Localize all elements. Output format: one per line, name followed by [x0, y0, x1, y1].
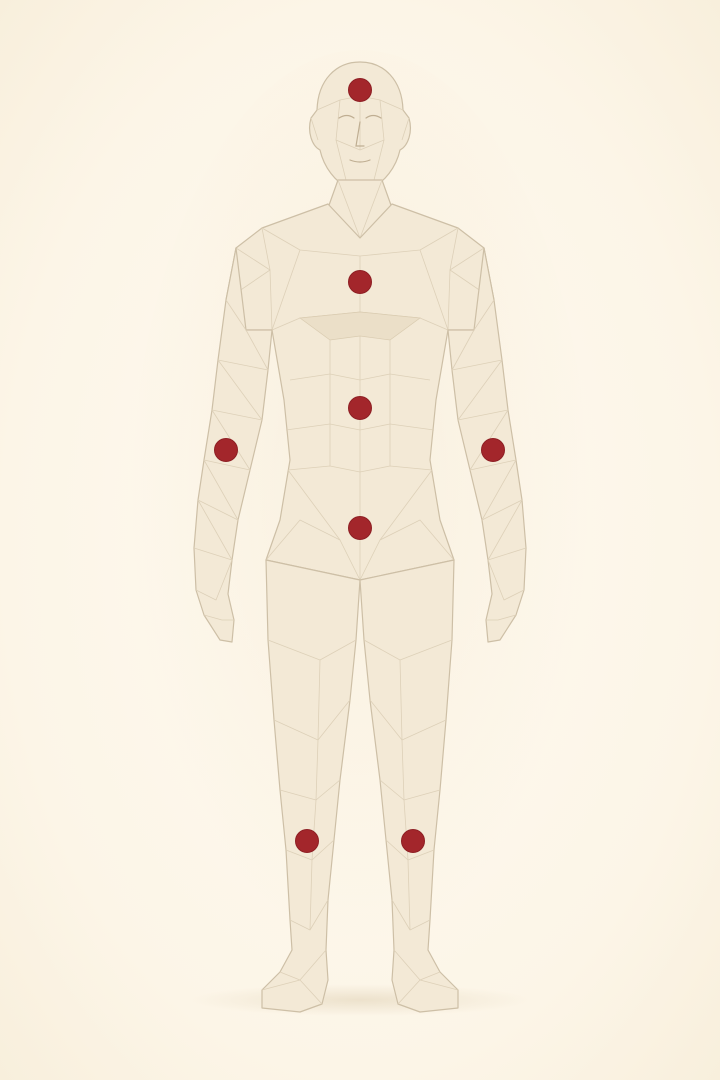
marker-pelvis[interactable]: [348, 516, 372, 540]
ground-shadow: [190, 984, 530, 1016]
marker-left-knee[interactable]: [401, 829, 425, 853]
marker-right-knee[interactable]: [295, 829, 319, 853]
marker-chest[interactable]: [348, 270, 372, 294]
marker-right-elbow[interactable]: [214, 438, 238, 462]
marker-left-elbow[interactable]: [481, 438, 505, 462]
head-shape: [308, 61, 412, 191]
right-leg-shape: [261, 559, 361, 1013]
markers-layer: [214, 78, 505, 853]
marker-abdomen[interactable]: [348, 396, 372, 420]
marker-head[interactable]: [348, 78, 372, 102]
left-leg-shape: [359, 559, 459, 1013]
